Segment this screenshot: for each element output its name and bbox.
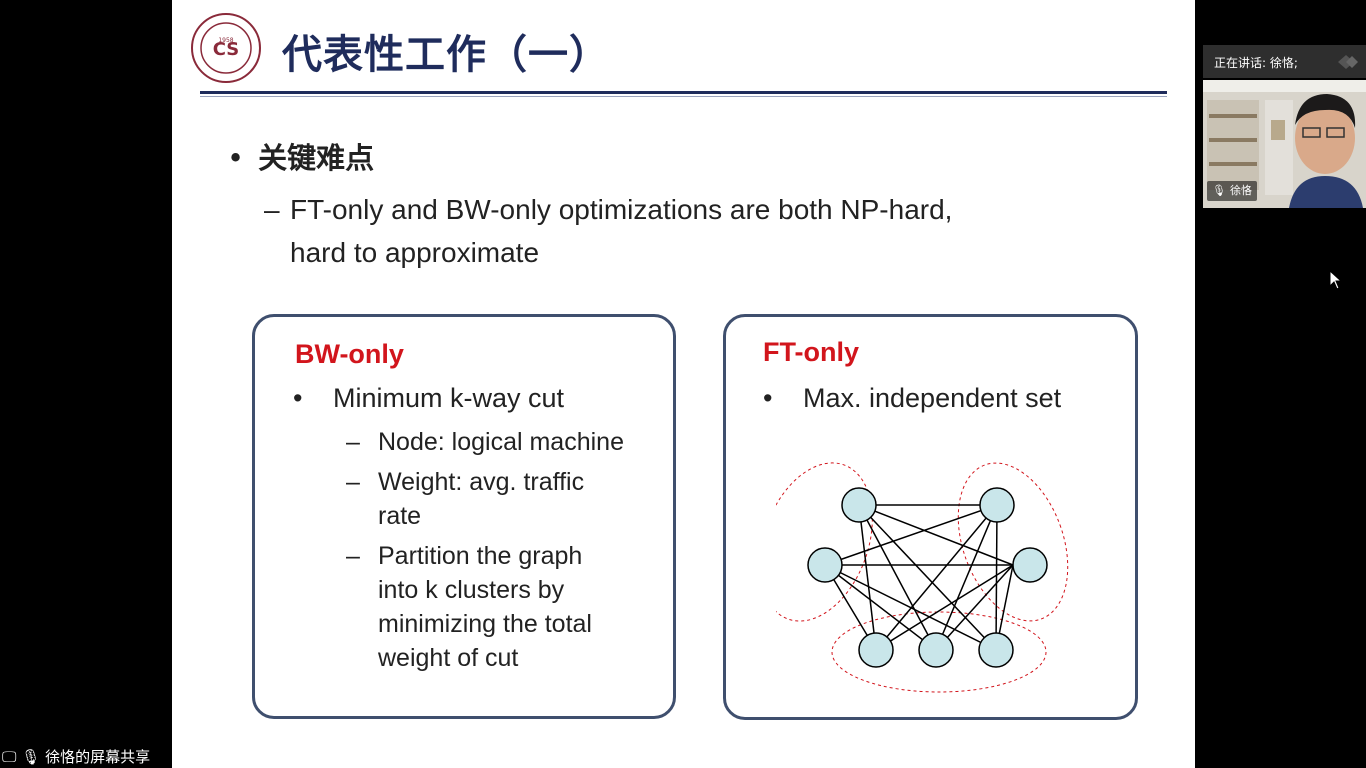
graph-node (1012, 547, 1048, 583)
graph-node (918, 632, 954, 668)
bw-sub-item-node: –Node: logical machine (346, 428, 624, 456)
bullet-heading: • 关键难点 (227, 135, 374, 177)
bw-only-title: BW-only (295, 339, 404, 369)
graph-node (807, 547, 843, 583)
cluster-outline-left (776, 462, 873, 622)
bw-only-box: BW-only •Minimum k-way cut –Node: logica… (252, 314, 676, 719)
bw-sub-item-line: weight of cut (378, 644, 519, 672)
ft-only-bullet-text: Max. independent set (803, 383, 1062, 413)
sub-bullet-line-2: hard to approximate (290, 237, 540, 268)
independent-set-graph (776, 462, 1069, 693)
bw-sub-item-line: into k clusters by (378, 576, 565, 604)
sub-bullet: –FT-only and BW-only optimizations are b… (264, 194, 953, 268)
screen-share-text: 徐恪的屏幕共享 (45, 748, 151, 766)
screen-share-icon: 🖵 (2, 748, 17, 766)
graph-node (978, 632, 1014, 668)
participant-name: 徐恪 (1229, 184, 1252, 197)
bw-sub-item-line: minimizing the total (378, 610, 592, 638)
bw-sub-item-line: rate (378, 502, 422, 530)
active-speaker-label: 正在讲话: 徐恪; (1214, 56, 1298, 70)
ft-only-box: FT-only •Max. independent set (723, 314, 1138, 720)
participant-video[interactable]: 🎙徐恪 (1203, 80, 1366, 208)
slide-title: 代表性工作（一） (282, 32, 610, 78)
bw-sub-item-partition: –Partition the graph into k clusters by … (346, 542, 592, 672)
screen-share-label: 🖵 🎙 徐恪的屏幕共享 (2, 746, 150, 767)
bullet-dot: • (227, 141, 245, 175)
cluster-outline-right (957, 462, 1069, 622)
title-divider (200, 91, 1167, 94)
bw-sub-item-weight: –Weight: avg. traffic rate (346, 468, 585, 530)
bw-sub-item-line: Node: logical machine (378, 428, 624, 456)
graph-node (841, 487, 877, 523)
title-divider-thin (200, 96, 1167, 97)
svg-text:CS: CS (213, 39, 240, 60)
camera-feed-image (1203, 80, 1366, 208)
bullet-heading-text: 关键难点 (258, 141, 375, 175)
shared-slide: CS 1958 代表性工作（一） • 关键难点 –FT-only and BW-o… (172, 0, 1195, 768)
ft-only-bullet: •Max. independent set (763, 383, 1062, 413)
svg-text:1958: 1958 (218, 37, 233, 44)
cluster-outline-bottom (831, 611, 1047, 693)
bw-only-bullet-text: Minimum k-way cut (333, 383, 565, 413)
university-logo-icon: CS 1958 (191, 13, 261, 83)
graph-node (858, 632, 894, 668)
panel-toggle-icon[interactable] (1336, 53, 1360, 71)
active-speaker-bar: 正在讲话: 徐恪; (1203, 45, 1366, 78)
mouse-cursor-icon (1329, 270, 1343, 290)
bw-only-bullet: •Minimum k-way cut (293, 383, 565, 413)
graph-node (979, 487, 1015, 523)
microphone-icon: 🎙 (21, 748, 41, 766)
microphone-icon: 🎙 (1212, 184, 1226, 197)
bw-sub-item-line: Weight: avg. traffic (378, 468, 585, 496)
sub-bullet-line-1: FT-only and BW-only optimizations are bo… (290, 194, 953, 225)
ft-only-title: FT-only (763, 337, 859, 367)
participant-name-tag: 🎙徐恪 (1207, 181, 1257, 201)
bw-sub-item-line: Partition the graph (378, 542, 583, 570)
